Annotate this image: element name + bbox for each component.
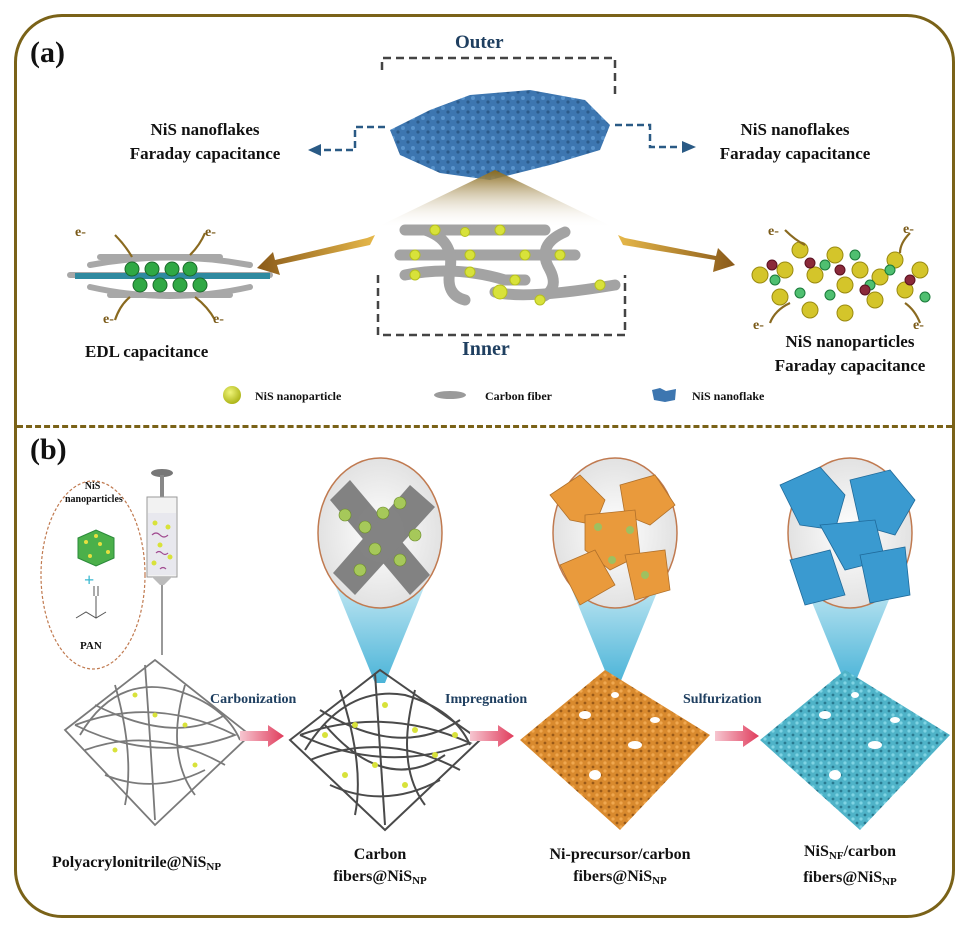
nanoparticle-illustration (751, 229, 931, 324)
carbon-fiber-mat (288, 668, 482, 832)
carbon-fiber-magnifier (317, 457, 443, 683)
nanoparticles-label-line1: NiS nanoparticles (785, 332, 915, 351)
panel-divider (17, 425, 952, 428)
electron-label-edl-bl: e- (103, 312, 114, 327)
stage-carbon-line2: fibers@NiS (333, 868, 413, 885)
stage-pan-text: Polyacrylonitrile@NiS (52, 854, 207, 871)
gold-arrow-left (257, 235, 375, 275)
legend-carbon-fiber-label: Carbon fiber (485, 389, 552, 403)
nis-nanoflake-icon (652, 388, 676, 402)
left-dashed-arrow (308, 125, 385, 156)
nisnf-magnifier (779, 457, 916, 683)
inset-title-line2: nanoparticles (65, 494, 123, 505)
impregnation-arrow (470, 725, 514, 747)
stage-label-nisnf: NiSNF/carbon fibers@NiSNP (790, 841, 910, 893)
panel-a-label: (a) (30, 36, 65, 69)
legend-nanoflake-label: NiS nanoflake (692, 389, 765, 403)
left-top-label-line2: Faraday capacitance (129, 144, 281, 163)
electron-label-np-bl: e- (753, 318, 764, 333)
gold-arrow-right (618, 235, 735, 272)
inset-plus: + (84, 570, 95, 590)
stage-label-precursor: Ni-precursor/carbon fibers@NiSNP (530, 844, 710, 892)
stage-nisnf-sub1: NF (828, 850, 844, 862)
inner-carbon-fibers (376, 224, 627, 337)
right-top-label-line1: NiS nanoflakes (740, 120, 850, 139)
carbon-fiber-icon (434, 391, 466, 399)
zoom-cone (375, 170, 615, 228)
electron-label-edl-br: e- (213, 312, 224, 327)
nisnf-fiber-mat (760, 670, 950, 830)
precursor-magnifier (549, 457, 678, 683)
syringe-icon (146, 469, 178, 655)
left-top-label-line1: NiS nanoflakes (150, 120, 260, 139)
inset-title-line1: NiS (84, 481, 101, 492)
stage-pan-sub: NP (206, 861, 222, 873)
legend-nanoparticle-label: NiS nanoparticle (255, 389, 342, 403)
inner-label: Inner (462, 338, 510, 360)
pan-fiber-mat (63, 658, 252, 827)
right-top-label-line2: Faraday capacitance (719, 144, 871, 163)
left-top-label: NiS nanoflakes Faraday capacitance (110, 118, 300, 166)
electron-label-np-tr: e- (903, 222, 914, 237)
stage-precursor-line2: fibers@NiS (573, 868, 653, 885)
nanoparticles-label-line2: Faraday capacitance (774, 356, 926, 375)
electron-label-edl-tl: e- (75, 225, 86, 240)
panel-b-label: (b) (30, 433, 67, 466)
stage-carbon-line1: Carbon (353, 846, 407, 863)
outer-nanoflake-layer (380, 56, 617, 180)
stage-label-pan: Polyacrylonitrile@NiSNP (52, 852, 221, 878)
stage-carbon-sub: NP (412, 875, 427, 887)
nanoflake-sheet (390, 90, 610, 180)
inset-polymer-label: PAN (80, 640, 102, 652)
edl-capacitance-label: EDL capacitance (85, 342, 209, 361)
stage-precursor-line1: Ni-precursor/carbon (549, 846, 691, 863)
stage-precursor-sub: NP (652, 875, 667, 887)
stage-nisnf-sub2: NP (882, 876, 897, 888)
precursor-inset (40, 480, 146, 670)
electron-label-np-tl: e- (768, 224, 779, 239)
stage-nisnf-line2: fibers@NiS (803, 869, 883, 886)
stage-nisnf-line1: NiS (803, 843, 829, 860)
figure-frame (14, 14, 955, 918)
precursor-fiber-mat (520, 670, 710, 830)
step-impregnation: Impregnation (445, 692, 528, 707)
inset-title: NiS nanoparticles (65, 480, 123, 506)
edl-illustration (67, 232, 273, 321)
nis-nanoparticle-icon (223, 386, 241, 404)
stage-nisnf-line1b: /carbon (843, 843, 897, 860)
electron-label-np-br: e- (913, 318, 924, 333)
outer-label: Outer (455, 32, 504, 53)
right-top-label: NiS nanoflakes Faraday capacitance (700, 118, 890, 166)
stage-label-carbon: Carbon fibers@NiSNP (325, 844, 435, 892)
sulfurization-arrow (715, 725, 759, 747)
right-dashed-arrow (615, 123, 696, 153)
electron-label-edl-tr: e- (205, 225, 216, 240)
nanoparticles-label: NiS nanoparticles Faraday capacitance (755, 330, 945, 378)
step-carbonization: Carbonization (210, 692, 297, 707)
step-sulfurization: Sulfurization (683, 692, 762, 707)
carbonization-arrow (240, 725, 284, 747)
